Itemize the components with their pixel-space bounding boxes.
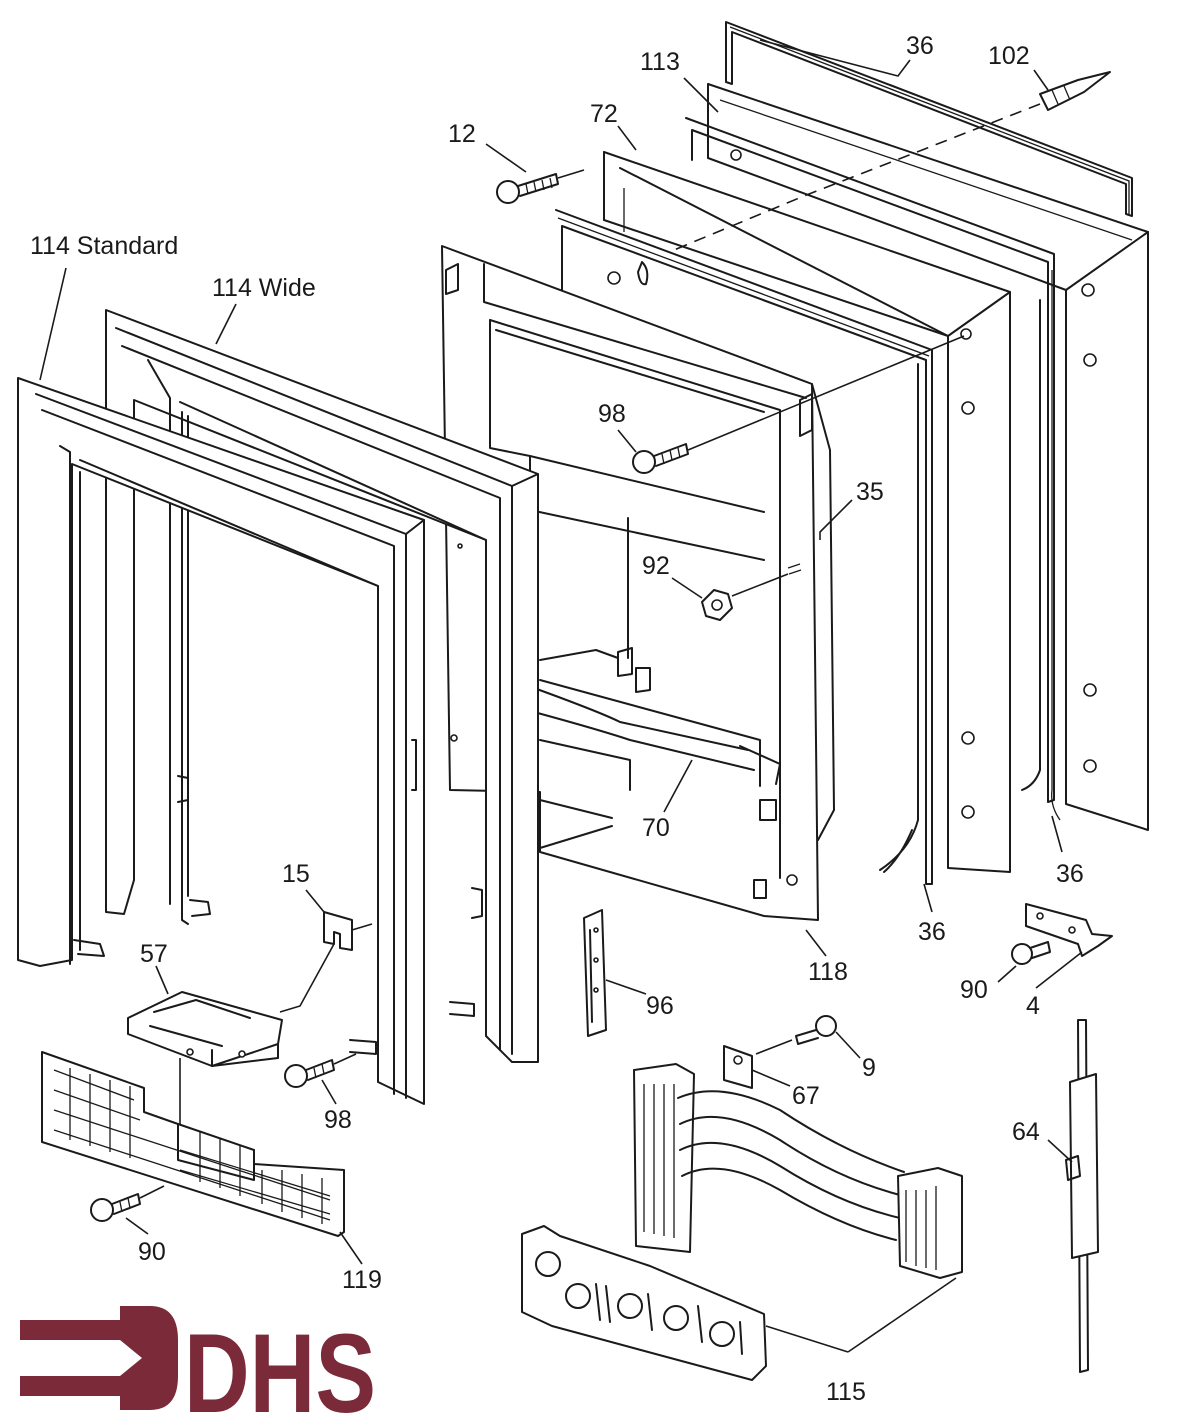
plate-67: [723, 1045, 753, 1089]
callout-labels: 114 Standard 114 Wide 12 72 113 36 102 9…: [30, 32, 1084, 1406]
label-72: 72: [590, 100, 618, 128]
label-64: 64: [1012, 1118, 1040, 1146]
part-4: [1025, 903, 1113, 957]
bracket-57: [127, 991, 283, 1124]
log-set-115: [521, 1063, 963, 1381]
label-9: 9: [862, 1054, 876, 1082]
grille-119: [41, 1051, 345, 1237]
frame-113: [707, 83, 1149, 831]
rod-64: [1065, 1019, 1099, 1373]
leader-lines: [39, 39, 1083, 1353]
pin-102: [673, 71, 1111, 251]
label-35: 35: [856, 478, 884, 506]
gasket-36-right: [685, 117, 1061, 821]
label-36-right: 36: [1056, 860, 1084, 888]
label-113: 113: [640, 48, 680, 76]
label-115: 115: [826, 1378, 866, 1406]
label-90-left: 90: [138, 1238, 166, 1266]
label-114-standard: 114 Standard: [30, 232, 178, 260]
label-67: 67: [792, 1082, 820, 1110]
label-70: 70: [642, 814, 670, 842]
label-114-wide: 114 Wide: [212, 274, 316, 302]
screw-98-lower: [284, 1053, 357, 1088]
screw-90-right: [1011, 941, 1051, 965]
surround-114-standard: [17, 377, 425, 1105]
dhs-logo-arrow-icon: [20, 1306, 178, 1410]
surround-114-wide: [105, 309, 539, 1063]
label-12: 12: [448, 120, 476, 148]
label-92: 92: [642, 552, 670, 580]
dhs-logo-text: DHS: [184, 1311, 376, 1428]
bracket-96: [583, 909, 607, 1037]
gasket-36-rear: [725, 21, 1133, 217]
label-119: 119: [342, 1266, 382, 1294]
frame-72: [603, 149, 1011, 873]
label-4: 4: [1026, 992, 1040, 1020]
label-98-upper: 98: [598, 400, 626, 428]
label-57: 57: [140, 940, 168, 968]
label-36-top: 36: [906, 32, 934, 60]
screw-98-upper: [632, 335, 965, 474]
clip-15: [279, 911, 373, 1013]
label-96: 96: [646, 992, 674, 1020]
burner-70: [533, 649, 781, 785]
label-102: 102: [988, 42, 1030, 70]
screw-90-left: [90, 1185, 165, 1222]
screw-9: [755, 1015, 837, 1055]
label-36-mid: 36: [918, 918, 946, 946]
label-90-right: 90: [960, 976, 988, 1004]
dhs-logo: DHS: [20, 1306, 376, 1428]
label-15: 15: [282, 860, 310, 888]
screw-12: [496, 169, 585, 204]
nut-92: [701, 563, 802, 621]
label-98-lower: 98: [324, 1106, 352, 1134]
label-118: 118: [808, 958, 848, 986]
